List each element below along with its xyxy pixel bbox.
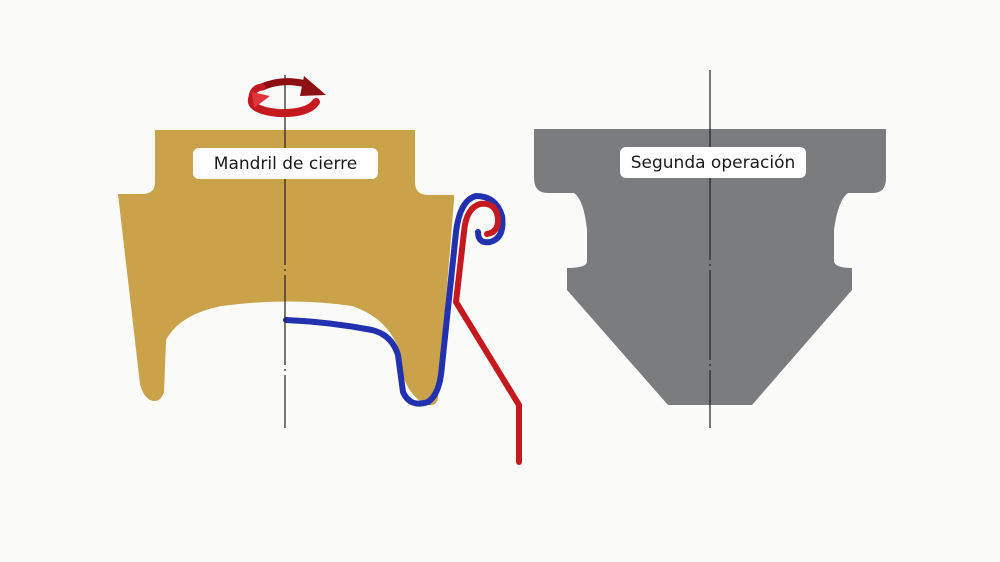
- label-seaming-chuck-text: Mandril de cierre: [214, 154, 357, 174]
- can-end-profile: [453, 200, 522, 465]
- seaming-chuck: [118, 130, 454, 406]
- rotation-arrow-icon: [247, 76, 326, 118]
- label-second-operation-text: Segunda operación: [631, 153, 796, 173]
- second-operation-tool: [534, 129, 886, 405]
- can-body-profile: [283, 193, 506, 407]
- label-seaming-chuck: Mandril de cierre: [193, 148, 378, 179]
- label-second-operation: Segunda operación: [620, 147, 806, 178]
